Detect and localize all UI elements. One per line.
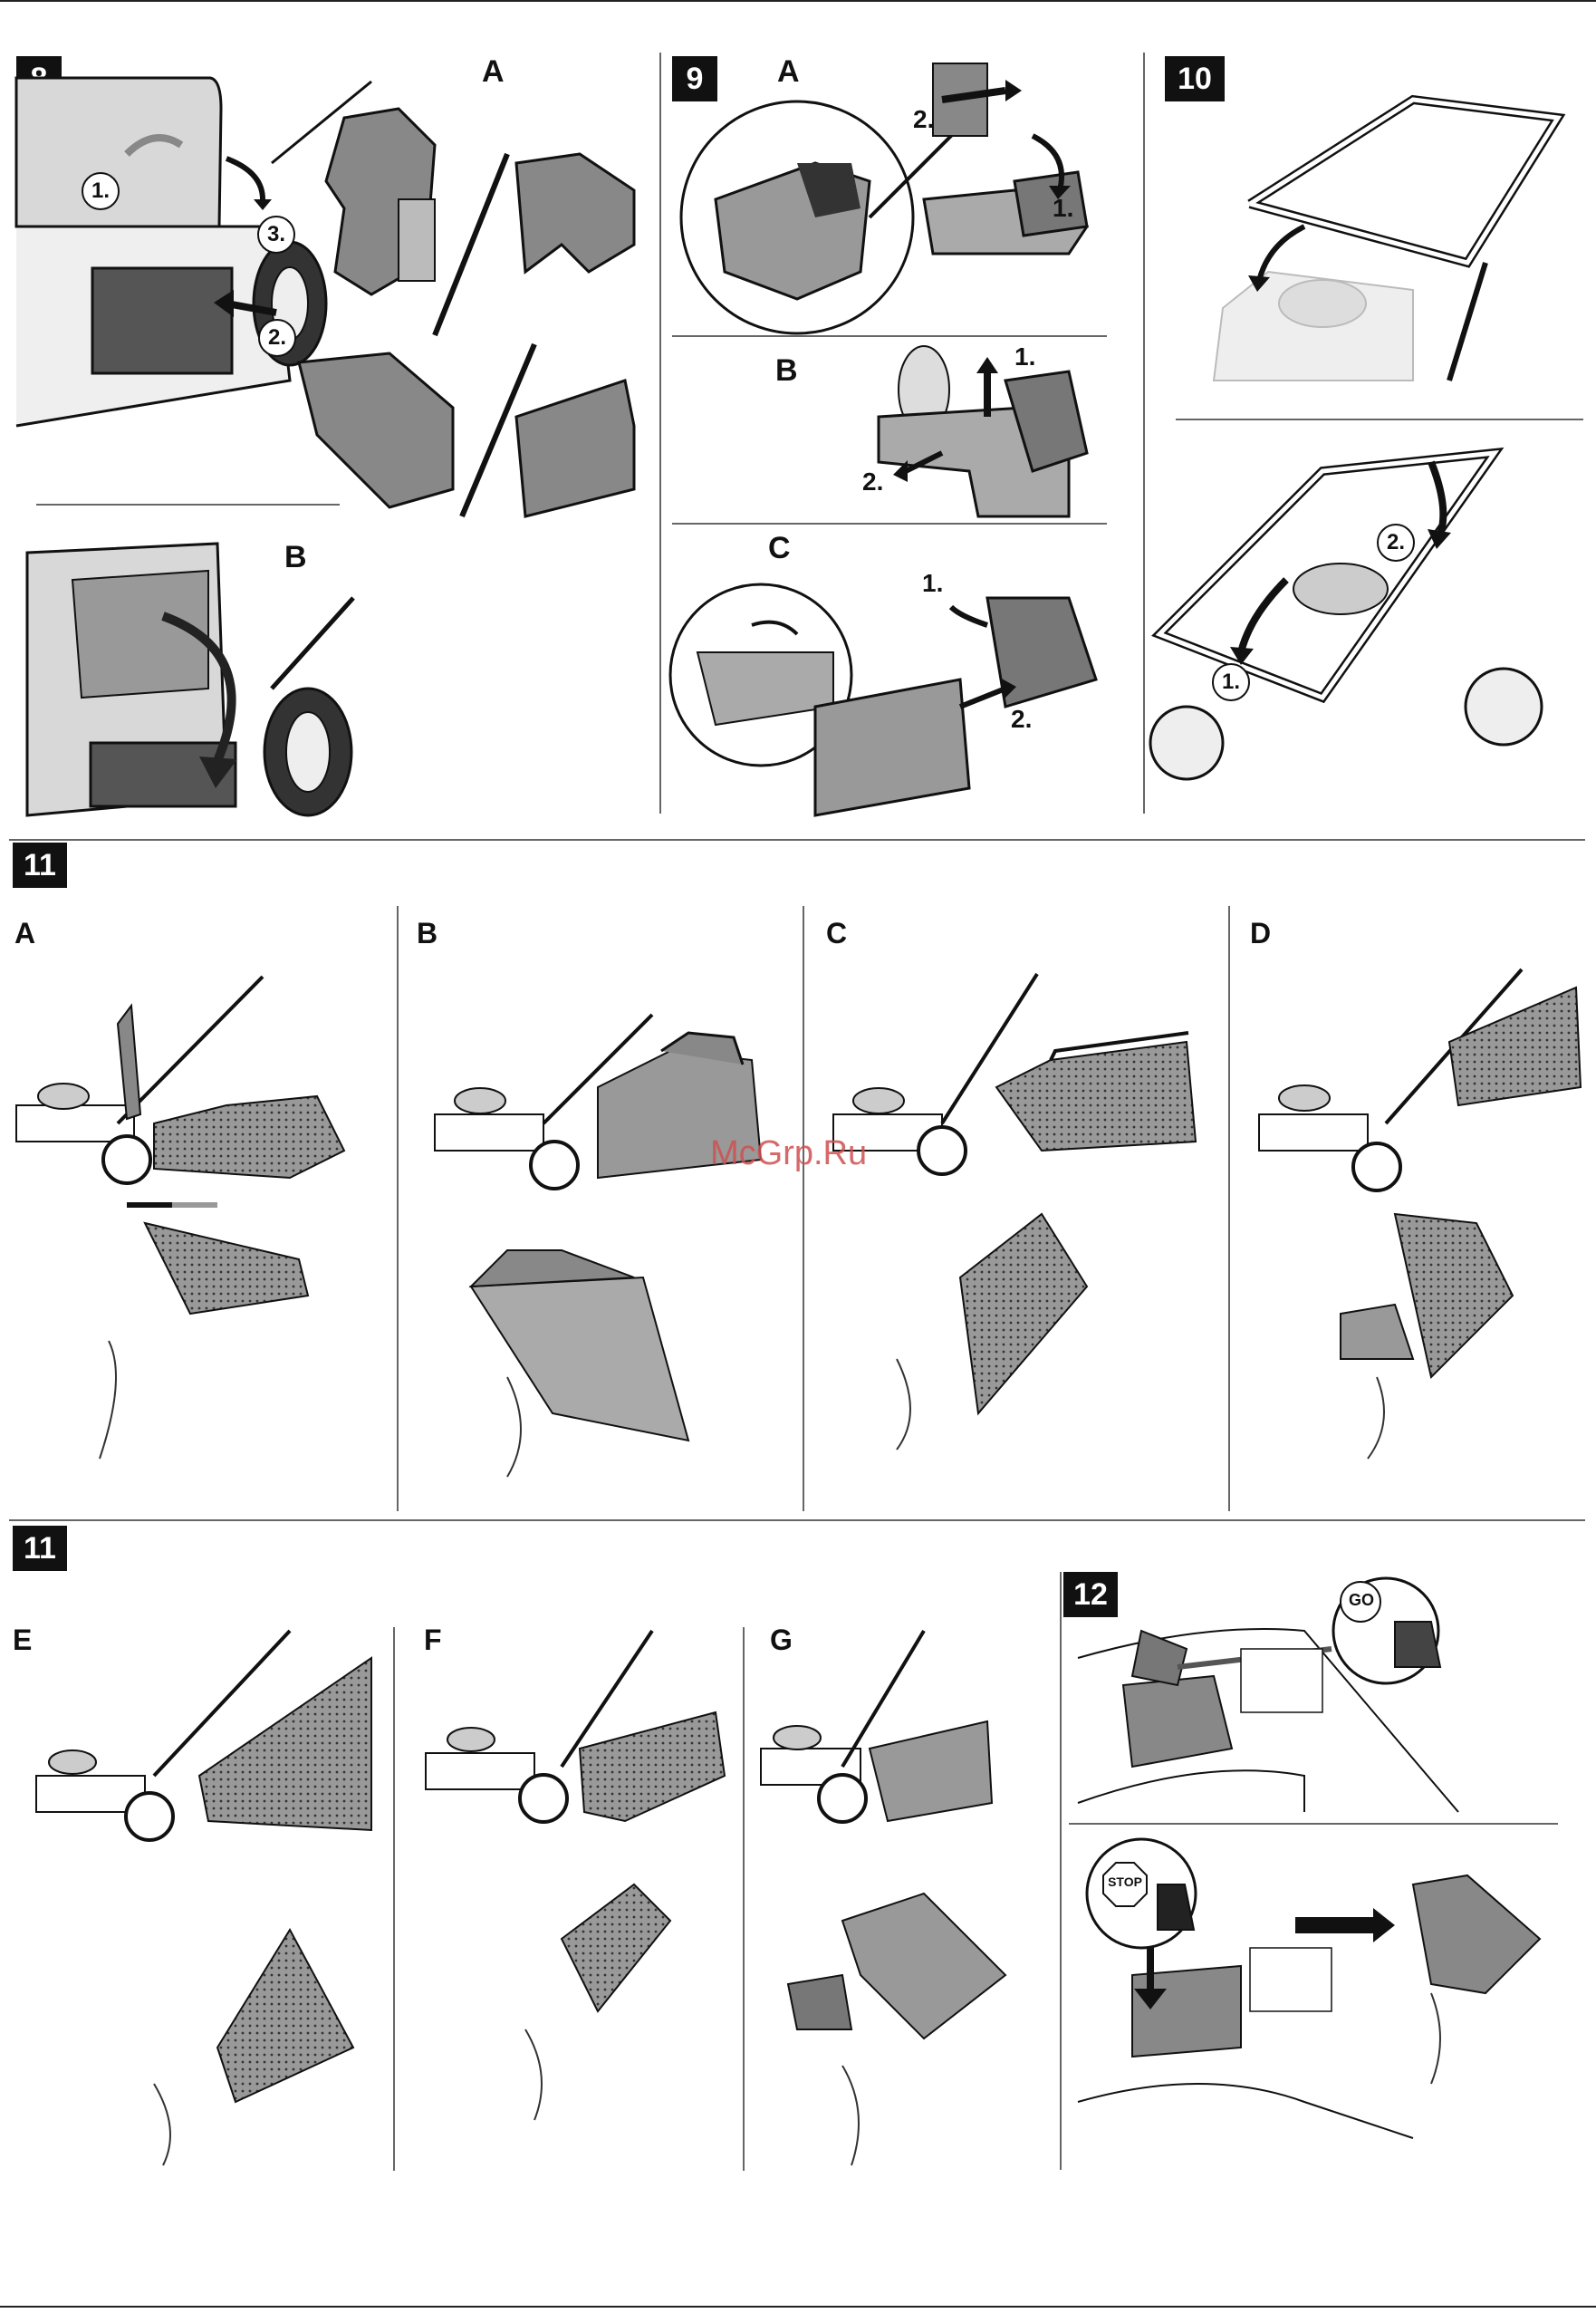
bottom-rule — [0, 2306, 1596, 2308]
figure-12-go-label: GO — [1346, 1591, 1377, 1610]
figure-12-stop-label: STOP — [1100, 1874, 1150, 1889]
figure-12-illustration — [0, 0, 1596, 2174]
